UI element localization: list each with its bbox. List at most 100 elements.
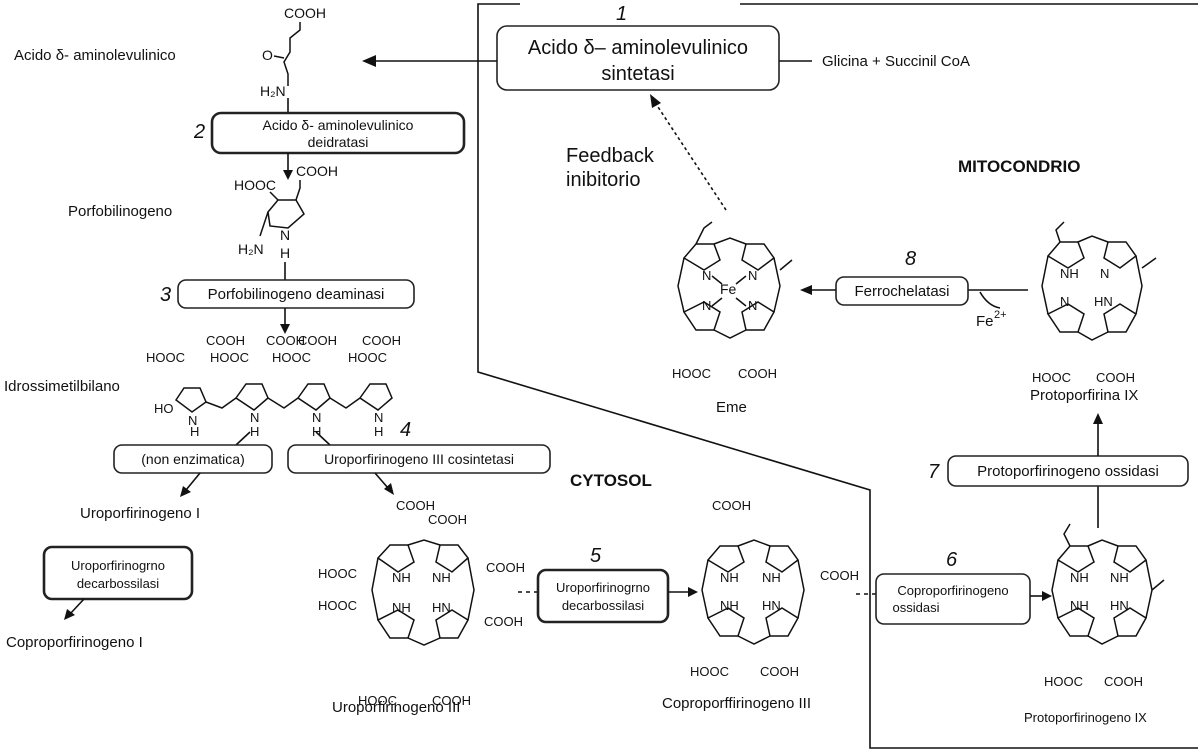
svg-text:NH: NH [720, 598, 739, 613]
enzyme-2-box [210, 111, 466, 155]
copro3-label: Coproporffirinogeno III [662, 695, 811, 712]
mitochondrion-boundary [477, 3, 1198, 749]
svg-text:N: N [312, 410, 321, 425]
svg-text:COOH: COOH [1104, 674, 1143, 689]
step-8-number: 8 [905, 248, 916, 270]
protogen-structure: NH NH NH HN HOOC COOH [1044, 523, 1165, 689]
svg-text:NH: NH [1070, 570, 1089, 585]
svg-text:NH: NH [762, 570, 781, 585]
hmb-structure: HOOC COOH HOOC COOH COOH HOOC HOOC COOH … [146, 333, 401, 439]
svg-text:N: N [702, 268, 711, 283]
feedback-line1: Feedback [566, 145, 655, 167]
step-5-number: 5 [590, 545, 602, 567]
step-2-number: 2 [193, 121, 205, 143]
svg-text:NH: NH [392, 600, 411, 615]
feedback-line2: inibitorio [566, 169, 640, 191]
step-6-number: 6 [946, 549, 958, 571]
svg-text:COOH: COOH [396, 498, 435, 513]
pbg-structure: HOOC COOH N H H₂N [234, 153, 338, 280]
svg-text:H: H [312, 424, 321, 439]
feedback-arrow [655, 103, 727, 211]
non-enzymatic-box [113, 444, 273, 474]
enzyme-2-line2: deidratasi [308, 134, 369, 150]
ala-h2n: H₂N [260, 83, 286, 99]
proto-structure: NH N N HN HOOC COOH [1032, 221, 1157, 385]
hmb-label: Idrossimetilbilano [4, 378, 120, 395]
enzyme-1-line1: Acido δ– aminolevulinico [528, 37, 748, 59]
svg-text:HN: HN [1110, 598, 1129, 613]
step-1-number: 1 [616, 3, 627, 25]
enzyme-8-box [835, 276, 969, 306]
enzyme-7-label: Protoporfirinogeno ossidasi [977, 463, 1159, 480]
uro3-label: Uroporfirinogeno III [332, 699, 460, 716]
cytosol-label: CYTOSOL [570, 471, 652, 490]
enzyme-4-box [287, 444, 551, 474]
heme-label: Eme [716, 399, 747, 416]
svg-text:N: N [1100, 266, 1109, 281]
fe-ion-charge: 2+ [994, 309, 1007, 321]
svg-text:NH: NH [432, 570, 451, 585]
svg-text:HOOC: HOOC [690, 664, 729, 679]
enzyme-4-label: Uroporfirinogeno III cosintetasi [324, 451, 514, 467]
glycine-succinyl-label: Glicina + Succinil CoA [822, 53, 970, 70]
enzyme-6-box [875, 573, 1031, 625]
svg-text:N: N [250, 410, 259, 425]
enzyme-1-box [496, 25, 780, 91]
svg-text:HOOC: HOOC [146, 350, 185, 365]
svg-text:HN: HN [1094, 294, 1113, 309]
protogen-label: Protoporfirinogeno IX [1024, 710, 1147, 725]
enzyme-7-box [947, 455, 1189, 487]
svg-text:N: N [748, 268, 757, 283]
svg-text:COOH: COOH [712, 498, 751, 513]
svg-text:N: N [188, 413, 197, 428]
svg-text:NH: NH [1070, 598, 1089, 613]
svg-text:COOH: COOH [206, 333, 245, 348]
non-enzymatic-label: (non enzimatica) [141, 451, 245, 467]
svg-text:NH: NH [1060, 266, 1079, 281]
enzyme-5-line2: decarbossilasi [562, 598, 644, 613]
enzyme-3-label: Porfobilinogeno deaminasi [208, 286, 385, 303]
svg-text:COOH: COOH [484, 614, 523, 629]
uro1-decarb-line2: decarbossilasi [77, 576, 159, 591]
svg-text:COOH: COOH [820, 568, 859, 583]
svg-text:HOOC: HOOC [348, 350, 387, 365]
svg-text:NH: NH [1110, 570, 1129, 585]
svg-text:HOOC: HOOC [210, 350, 249, 365]
pbg-label: Porfobilinogeno [68, 203, 172, 220]
uro1-decarb-box [42, 545, 194, 601]
svg-text:HN: HN [762, 598, 781, 613]
step-7-number: 7 [928, 461, 940, 483]
ala-structure: COOH O H₂N [260, 5, 326, 112]
enzyme-8-label: Ferrochelatasi [854, 283, 949, 300]
svg-text:COOH: COOH [428, 512, 467, 527]
svg-text:COOH: COOH [362, 333, 401, 348]
svg-text:HOOC: HOOC [318, 566, 357, 581]
svg-text:HOOC: HOOC [1044, 674, 1083, 689]
svg-text:COOH: COOH [1096, 370, 1135, 385]
enzyme-5-box [536, 568, 670, 624]
step-4-number: 4 [400, 419, 411, 441]
enzyme-6-line2: ossidasi [893, 600, 940, 615]
svg-text:COOH: COOH [760, 664, 799, 679]
pbg-cooh: COOH [296, 163, 338, 179]
uro1-decarb-line1: Uroporfirinogrno [71, 558, 165, 573]
svg-text:NH: NH [392, 570, 411, 585]
svg-text:HOOC: HOOC [1032, 370, 1071, 385]
copro1-label: Coproporfirinogeno I [6, 634, 143, 651]
pbg-h: H [280, 245, 290, 261]
enzyme-5-line1: Uroporfirinogrno [556, 580, 650, 595]
ala-label: Acido δ- aminolevulinico [14, 47, 176, 64]
mitochondrion-label: MITOCONDRIO [958, 157, 1080, 176]
pbg-n: N [280, 227, 290, 243]
svg-text:Fe: Fe [720, 281, 737, 297]
svg-text:H: H [250, 424, 259, 439]
svg-text:COOH: COOH [486, 560, 525, 575]
proto-label: Protoporfirina IX [1030, 387, 1138, 404]
enzyme-1-line2: sintetasi [601, 63, 674, 85]
pbg-hooc: HOOC [234, 177, 276, 193]
svg-text:HN: HN [432, 600, 451, 615]
svg-text:COOH: COOH [266, 333, 305, 348]
uro1-label: Uroporfirinogeno I [80, 505, 200, 522]
svg-text:COOH: COOH [738, 366, 777, 381]
